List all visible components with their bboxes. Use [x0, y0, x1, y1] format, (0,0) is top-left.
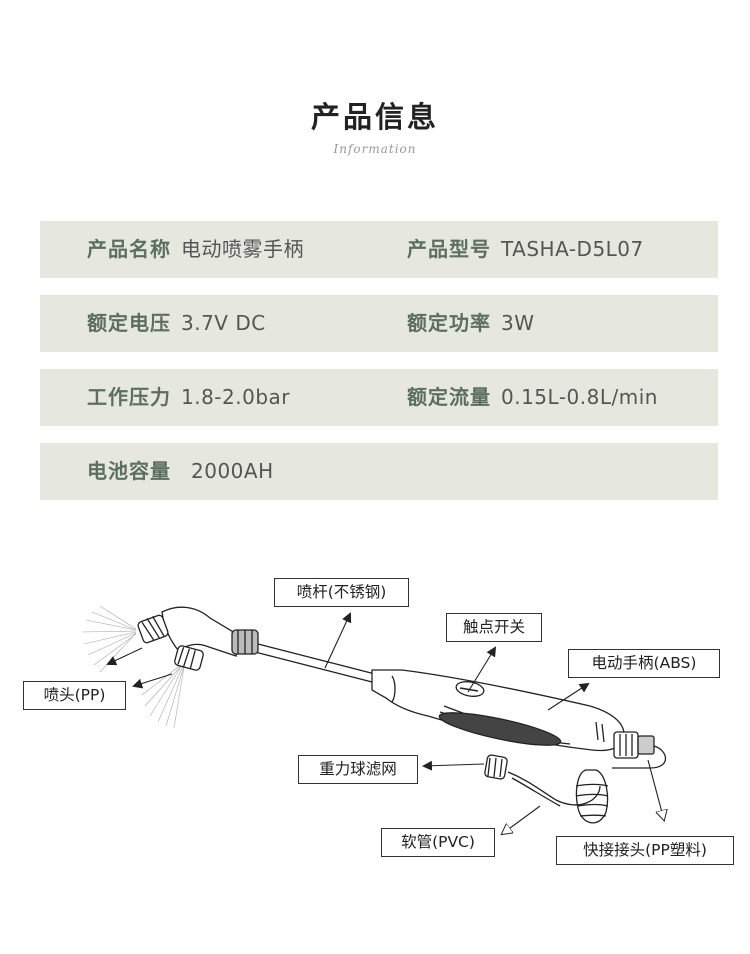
page-subtitle: Information [333, 142, 417, 156]
callout-hose: 软管(PVC) [381, 828, 495, 857]
spray-mist-icon [81, 605, 185, 729]
filter-ball-icon [484, 754, 508, 780]
nozzle-head-icon [137, 606, 259, 671]
callout-nozzle: 喷头(PP) [23, 681, 126, 710]
spec-label-voltage: 额定电压 [87, 311, 171, 335]
quick-connector-icon [613, 731, 655, 759]
spec-label-model: 产品型号 [407, 237, 491, 261]
callout-electric-handle: 电动手柄(ABS) [568, 649, 720, 678]
spec-label-battery: 电池容量 [87, 459, 171, 483]
leader-arrows [106, 612, 664, 834]
spray-rod [254, 643, 376, 683]
spec-row-2: 额定电压 3.7V DC 额定功率 3W [40, 295, 718, 352]
callout-filter-ball: 重力球滤网 [298, 755, 418, 784]
callout-quick-connector: 快接接头(PP塑料) [556, 836, 734, 865]
spec-value-voltage: 3.7V DC [181, 311, 266, 335]
spec-value-power: 3W [501, 311, 535, 335]
callout-contact-switch: 触点开关 [446, 613, 542, 642]
hose-coil [507, 745, 667, 824]
spec-row-1: 产品名称电动喷雾手柄 产品型号 TASHA-D5L07 [40, 221, 718, 278]
spec-row-4: 电池容量 2000AH [40, 443, 718, 500]
spec-label-pressure: 工作压力 [87, 385, 171, 409]
spec-label-flow: 额定流量 [407, 385, 491, 409]
handle-body [371, 669, 625, 752]
spec-label-power: 额定功率 [407, 311, 491, 335]
spec-row-3: 工作压力 1.8-2.0bar 额定流量 0.15L-0.8L/min [40, 369, 718, 426]
spec-value-pressure: 1.8-2.0bar [181, 385, 291, 409]
spec-value-battery: 2000AH [191, 459, 274, 483]
spec-label-product-name: 产品名称 [87, 237, 171, 261]
spec-value-model: TASHA-D5L07 [501, 237, 644, 261]
spec-value-product-name: 电动喷雾手柄 [181, 237, 304, 261]
page-title: 产品信息 [310, 100, 439, 134]
spec-value-flow: 0.15L-0.8L/min [501, 385, 658, 409]
callout-spray-rod: 喷杆(不锈钢) [274, 578, 409, 607]
